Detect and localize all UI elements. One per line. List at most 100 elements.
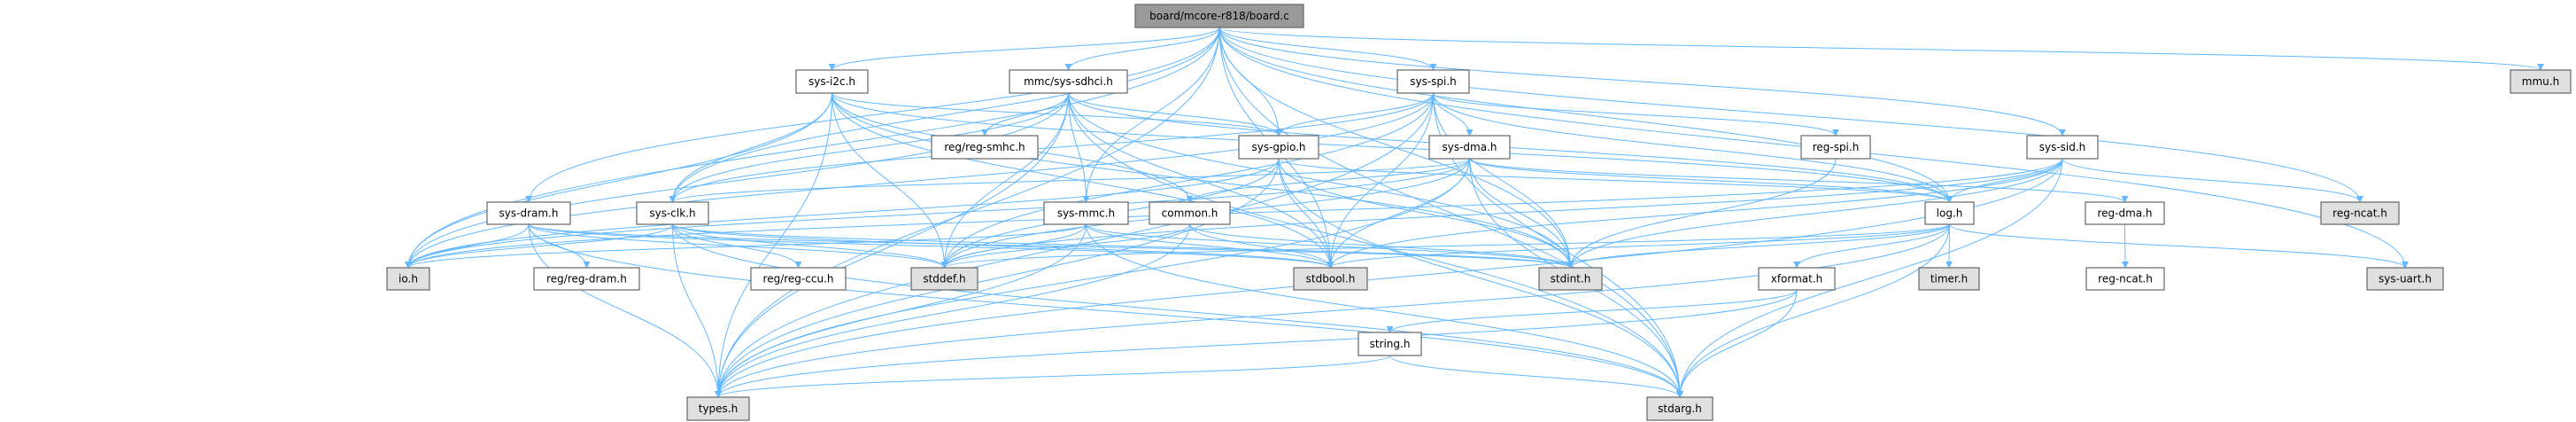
node-string-h[interactable]: string.h [1358, 332, 1422, 356]
node-box [1293, 267, 1368, 291]
node-mmu-h[interactable]: mmu.h [2510, 69, 2572, 94]
edge-common-h-to-stdint-h [1189, 223, 1574, 269]
node-box [686, 396, 750, 421]
node-label: reg-ncat.h [2332, 207, 2387, 220]
node-reg-dram-h[interactable]: reg/reg-dram.h [533, 267, 640, 291]
node-label: sys-spi.h [1410, 75, 1457, 88]
edge-board-c-to-log-h [1218, 27, 1953, 203]
node-sys-sdhci-h[interactable]: mmc/sys-sdhci.h [1009, 69, 1128, 94]
edge-sys-spi-h-to-reg-spi-h [1433, 92, 1839, 137]
edge-sys-sdhci-h-to-stddef-h [940, 92, 1069, 269]
edge-common-h-to-types-h [715, 223, 1190, 398]
node-xformat-h[interactable]: xformat.h [1758, 267, 1836, 291]
node-sys-sid-h[interactable]: sys-sid.h [2026, 135, 2099, 160]
edge-board-c-to-mmu-h [1218, 27, 2544, 71]
node-box [533, 267, 640, 291]
edge-sys-spi-h-to-stddef-h [940, 92, 1434, 269]
node-box [931, 135, 1039, 160]
node-box [1800, 135, 1871, 160]
edge-sys-sid-h-to-stddef-h [940, 158, 2063, 269]
node-stddef-h[interactable]: stddef.h [910, 267, 979, 291]
node-label: log.h [1937, 207, 1963, 220]
node-sys-mmc-h[interactable]: sys-mmc.h [1043, 201, 1129, 225]
node-reg-ncat-ext-h[interactable]: reg-ncat.h [2320, 201, 2400, 225]
edge-sys-clk-h-to-io-h [405, 223, 673, 269]
nodes-layer: board/mcore-r818/board.c sys-i2c.h mmc/sys… [386, 4, 2572, 421]
node-label: timer.h [1930, 273, 1968, 285]
edge-sys-sid-h-to-io-h [405, 158, 2063, 269]
node-sys-dram-h[interactable]: sys-dram.h [486, 201, 571, 225]
node-stdbool-h[interactable]: stdbool.h [1293, 267, 1368, 291]
node-label: sys-i2c.h [808, 75, 855, 88]
edge-sys-spi-h-to-log-h [1433, 92, 1953, 203]
node-reg-smhc-h[interactable]: reg/reg-smhc.h [931, 135, 1039, 160]
edge-string-h-to-stdarg-h [1389, 355, 1683, 398]
edge-board-c-to-sys-clk-h [669, 27, 1220, 203]
edge-log-h-to-xformat-h [1793, 223, 1950, 269]
edge-sys-sdhci-h-to-sys-clk-h [669, 92, 1069, 203]
node-sys-uart-h[interactable]: sys-uart.h [2366, 267, 2444, 291]
edge-common-h-to-stdbool-h [1189, 223, 1334, 269]
node-label: types.h [699, 402, 738, 415]
edge-sys-gpio-h-to-stdbool-h [1278, 158, 1334, 269]
edge-sys-sdhci-h-to-sys-mmc-h [1068, 92, 1090, 203]
node-label: string.h [1370, 338, 1411, 350]
edge-sys-dma-h-to-stdint-h [1469, 158, 1574, 269]
edge-xformat-h-to-stdarg-h [1676, 289, 1798, 398]
node-box [1358, 332, 1422, 356]
node-sys-clk-h[interactable]: sys-clk.h [636, 201, 709, 225]
node-label: reg/reg-ccu.h [763, 273, 834, 285]
node-reg-spi-h[interactable]: reg-spi.h [1800, 135, 1871, 160]
node-reg-dma-h[interactable]: reg-dma.h [2085, 201, 2165, 225]
node-stdint-h[interactable]: stdint.h [1538, 267, 1603, 291]
node-log-h[interactable]: log.h [1924, 201, 1975, 225]
edge-xformat-h-to-string-h [1386, 289, 1798, 333]
edge-sys-dram-h-to-stdint-h [528, 223, 1574, 269]
node-reg-ccu-h[interactable]: reg/reg-ccu.h [750, 267, 847, 291]
node-box [636, 201, 709, 225]
node-label: sys-uart.h [2379, 273, 2432, 285]
node-label: reg-ncat.h [2098, 273, 2153, 285]
edge-sys-clk-h-to-stdarg-h [672, 223, 1683, 398]
edge-sys-mmc-h-to-io-h [405, 223, 1087, 269]
node-io-h[interactable]: io.h [386, 267, 430, 291]
node-box [386, 267, 430, 291]
edge-sys-sid-h-to-types-h [715, 158, 2063, 398]
edge-board-c-to-sys-mmc-h [1082, 27, 1220, 203]
node-label: sys-mmc.h [1057, 207, 1115, 220]
edge-log-h-to-stddef-h [940, 223, 1950, 269]
node-sys-dma-h[interactable]: sys-dma.h [1428, 135, 1511, 160]
node-label: sys-clk.h [649, 207, 695, 220]
node-types-h[interactable]: types.h [686, 396, 750, 421]
node-reg-ncat-h[interactable]: reg-ncat.h [2085, 267, 2165, 291]
edge-board-c-to-types-h [715, 27, 1220, 398]
node-board-c[interactable]: board/mcore-r818/board.c [1134, 4, 1304, 28]
edge-sys-gpio-h-to-types-h [715, 158, 1280, 398]
node-sys-i2c-h[interactable]: sys-i2c.h [795, 69, 869, 94]
node-stdarg-h[interactable]: stdarg.h [1646, 396, 1713, 421]
node-common-h[interactable]: common.h [1149, 201, 1231, 225]
node-sys-spi-h[interactable]: sys-spi.h [1396, 69, 1470, 94]
edge-sys-mmc-h-to-stdint-h [1086, 223, 1574, 269]
node-label: sys-dma.h [1442, 141, 1497, 153]
edge-board-c-to-sys-sdhci-h [1064, 27, 1220, 71]
node-sys-gpio-h[interactable]: sys-gpio.h [1238, 135, 1319, 160]
node-box [795, 69, 869, 94]
edge-board-c-to-stdarg-h [1218, 27, 1683, 398]
node-box [1238, 135, 1319, 160]
node-box [910, 267, 979, 291]
edge-sys-i2c-h-to-io-h [405, 92, 832, 269]
edge-sys-sdhci-h-to-io-h [405, 92, 1069, 269]
node-label: reg/reg-dram.h [546, 273, 627, 285]
edge-sys-sid-h-to-stdint-h [1566, 158, 2063, 269]
edge-board-c-to-io-h [405, 27, 1220, 269]
node-label: stdint.h [1551, 273, 1591, 285]
node-box [2085, 267, 2165, 291]
node-timer-h[interactable]: timer.h [1918, 267, 1980, 291]
edge-sys-spi-h-to-sys-dma-h [1433, 92, 1474, 137]
edge-sys-gpio-h-to-io-h [405, 158, 1280, 269]
edge-sys-sdhci-h-to-sys-gpio-h [1068, 92, 1282, 137]
node-box [1918, 267, 1980, 291]
node-label: io.h [398, 273, 418, 285]
